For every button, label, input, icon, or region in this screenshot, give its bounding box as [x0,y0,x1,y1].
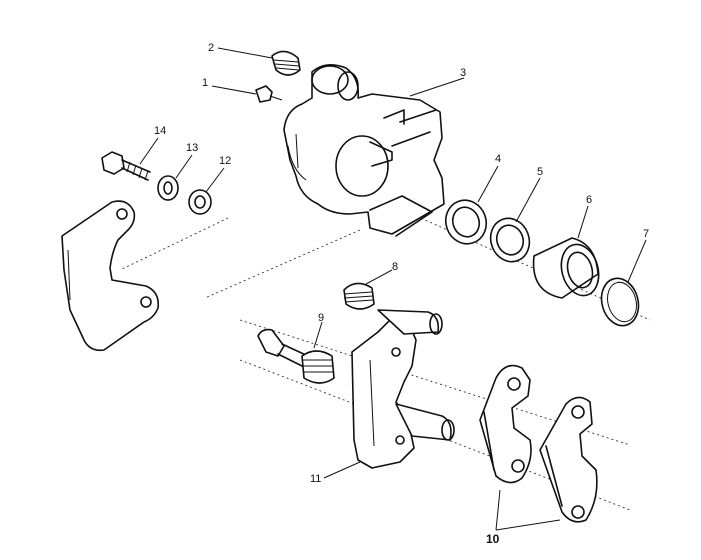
bleeder-nut-part-2 [271,50,301,76]
callout-10: 10 [486,532,500,546]
piston-seal-part-4 [444,199,488,245]
callout-11: 11 [310,473,321,485]
callout-8: 8 [392,261,398,273]
brake-pad-outer [539,396,598,523]
bleeder-screw-part-1 [255,85,283,103]
caliper-body-part-3 [283,64,445,237]
pin-boot-part-8 [343,282,375,310]
callout-12: 12 [219,155,231,167]
brake-pad-inner [479,364,532,484]
caliper-support-part-11 [351,309,455,469]
boot-part-7 [600,277,640,327]
slide-pin-part-9 [257,328,335,384]
callout-9: 9 [318,312,324,324]
callout-14: 14 [154,125,166,137]
callout-1: 1 [202,77,208,89]
washer-part-12 [188,189,212,215]
piston-part-6 [532,237,600,299]
callout-5: 5 [537,166,543,178]
leader-lines [139,47,647,531]
callout-7: 7 [643,228,649,240]
callout-3: 3 [460,67,466,79]
callout-6: 6 [586,194,592,206]
bolt-part-14 [101,151,151,181]
mounting-bracket [61,200,160,352]
lock-washer-part-13 [157,175,179,201]
callout-13: 13 [186,142,198,154]
callout-4: 4 [495,153,501,165]
callout-2: 2 [208,42,214,54]
dust-seal-part-5 [489,217,531,263]
